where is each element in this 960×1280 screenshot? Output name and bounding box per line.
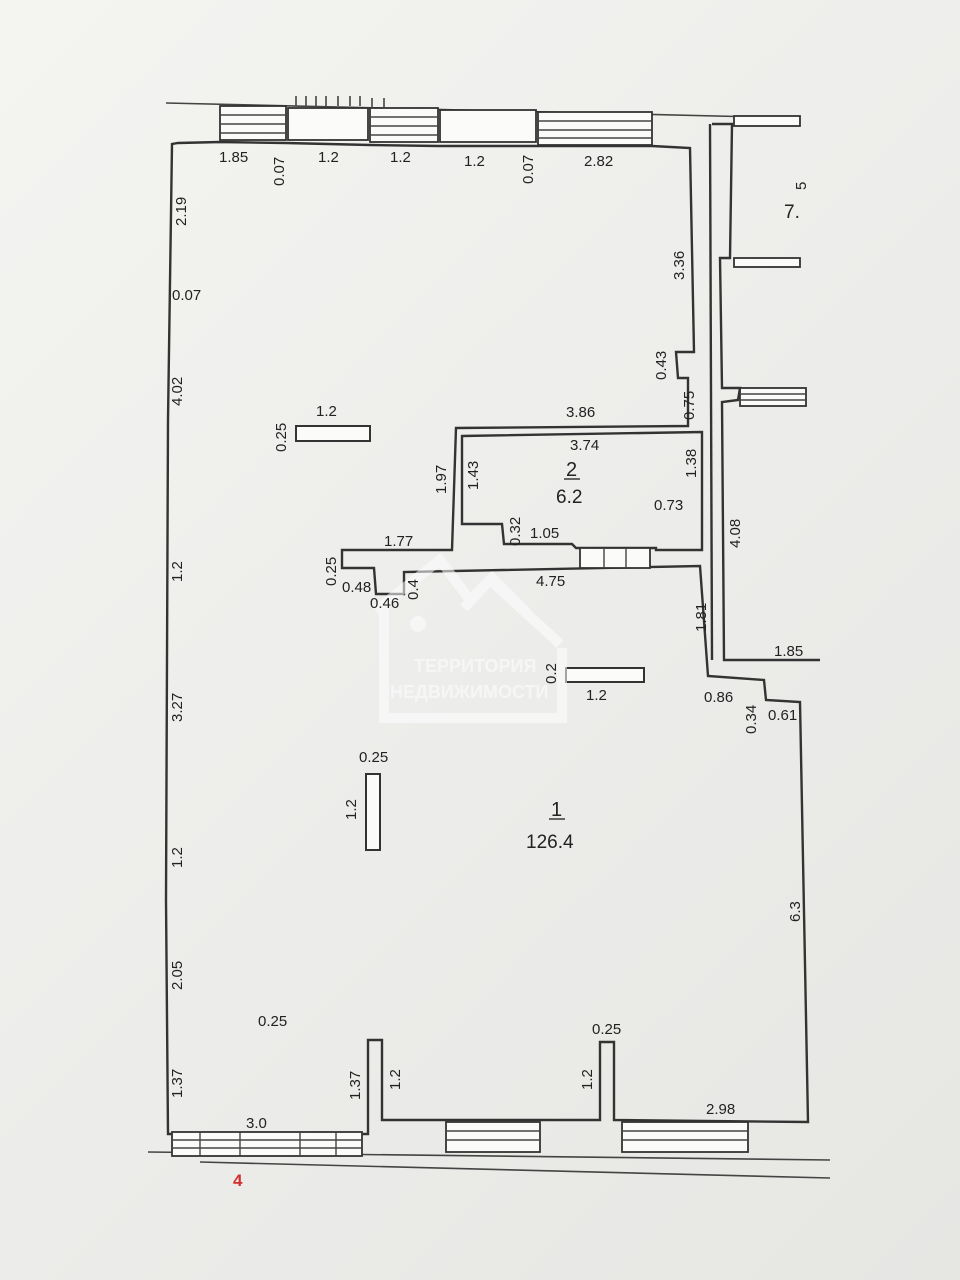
dim-right-3-36: 3.36	[671, 251, 688, 280]
dim-r2-3-74: 3.74	[570, 437, 599, 454]
dim-mid-0-48: 0.48	[342, 579, 371, 596]
column-3	[365, 773, 381, 851]
bottom-outer-line-2	[199, 1161, 831, 1179]
window-top-2	[369, 107, 439, 143]
dim-r2-1-43: 1.43	[465, 461, 482, 490]
dim-col1-h: 0.25	[273, 423, 290, 452]
dim-left-2-19: 2.19	[173, 197, 190, 226]
dim-left-2-05: 2.05	[169, 961, 186, 990]
window-top-1	[219, 105, 287, 141]
dim-b-1-2b: 1.2	[579, 1069, 596, 1090]
dim-r2-0-73: 0.73	[654, 497, 683, 514]
dim-r2-3-86: 3.86	[566, 404, 595, 421]
dim-mid-4-75: 4.75	[536, 573, 565, 590]
dim-r2-1-38: 1.38	[683, 449, 700, 478]
dim-r2-1-97: 1.97	[433, 465, 450, 494]
dim-col2-h: 0.2	[543, 663, 560, 684]
column-1	[295, 425, 371, 442]
dim-mid-1-81: 1.81	[693, 603, 710, 632]
watermark-line-2: НЕДВИЖИМОСТИ	[390, 682, 548, 702]
watermark-logo: ТЕРРИТОРИЯ НЕДВИЖИМОСТИ	[372, 552, 567, 723]
dim-top-1-85: 1.85	[219, 149, 248, 166]
dim-right-0-43: 0.43	[653, 351, 670, 380]
sheet-mark: 4	[233, 1171, 243, 1190]
dim-r-0-61: 0.61	[768, 707, 797, 724]
dim-r-0-86: 0.86	[704, 689, 733, 706]
room-1-area: 126.4	[526, 832, 574, 853]
dim-b-0-25b: 0.25	[592, 1021, 621, 1038]
dim-corr-1-85: 1.85	[774, 643, 803, 660]
dim-right-0-75: 0.75	[681, 391, 698, 420]
dim-col3-h: 1.2	[343, 799, 360, 820]
watermark-line-1: ТЕРРИТОРИЯ	[414, 656, 536, 676]
dim-b-2-98: 2.98	[706, 1101, 735, 1118]
dim-col2-w: 1.2	[586, 687, 607, 704]
dim-mid-1-77: 1.77	[384, 533, 413, 550]
dim-left-0-07: 0.07	[172, 287, 201, 304]
dim-col3-w: 0.25	[359, 749, 388, 766]
dim-r2-0-32: 0.32	[507, 517, 524, 546]
dim-top-1-2a: 1.2	[318, 149, 339, 166]
window-bottom-2	[445, 1121, 541, 1153]
dim-corr-4-08: 4.08	[727, 519, 744, 548]
dim-b-3-0: 3.0	[246, 1115, 267, 1132]
dim-left-1-2a: 1.2	[169, 561, 186, 582]
dim-r-6-3: 6.3	[787, 901, 804, 922]
top-ticks	[295, 96, 385, 108]
room-2-area: 6.2	[556, 487, 582, 508]
dim-b-1-2a: 1.2	[387, 1069, 404, 1090]
dim-left-1-2b: 1.2	[169, 847, 186, 868]
dim-left-4-02: 4.02	[169, 377, 186, 406]
dim-mid-0-4: 0.4	[405, 579, 422, 600]
window-bottom-1	[171, 1131, 363, 1157]
pier-top-2	[439, 109, 537, 143]
dim-top-2-82: 2.82	[584, 153, 613, 170]
dim-top-1-2c: 1.2	[464, 153, 485, 170]
corridor-wall-2	[708, 123, 714, 661]
pier-top-1	[287, 107, 369, 141]
dim-top-1-2b: 1.2	[390, 149, 411, 166]
window-neighbor-1	[733, 115, 807, 407]
dim-b-0-25a: 0.25	[258, 1013, 287, 1030]
dim-mid-0-46: 0.46	[370, 595, 399, 612]
dim-mid-0-25: 0.25	[323, 557, 340, 586]
room-2-number: 2	[566, 459, 577, 481]
window-top-3	[537, 111, 653, 146]
neighbor-room-label: 7.	[784, 202, 800, 223]
dim-top-0-07b: 0.07	[520, 155, 537, 184]
room-2-walls	[460, 430, 704, 552]
room-2-door	[579, 547, 651, 569]
corridor-wall	[712, 122, 820, 662]
dim-col1-w: 1.2	[316, 403, 337, 420]
neighbor-room-label-rot: 5	[793, 182, 810, 190]
dim-left-3-27: 3.27	[169, 693, 186, 722]
dim-r-0-34: 0.34	[743, 705, 760, 734]
dim-r2-1-05: 1.05	[530, 525, 559, 542]
dim-top-0-07a: 0.07	[271, 157, 288, 186]
dim-left-1-37: 1.37	[169, 1069, 186, 1098]
room-1-number: 1	[551, 799, 562, 821]
column-2	[565, 667, 645, 683]
dim-b-1-37: 1.37	[347, 1071, 364, 1100]
window-bottom-3	[621, 1121, 749, 1153]
